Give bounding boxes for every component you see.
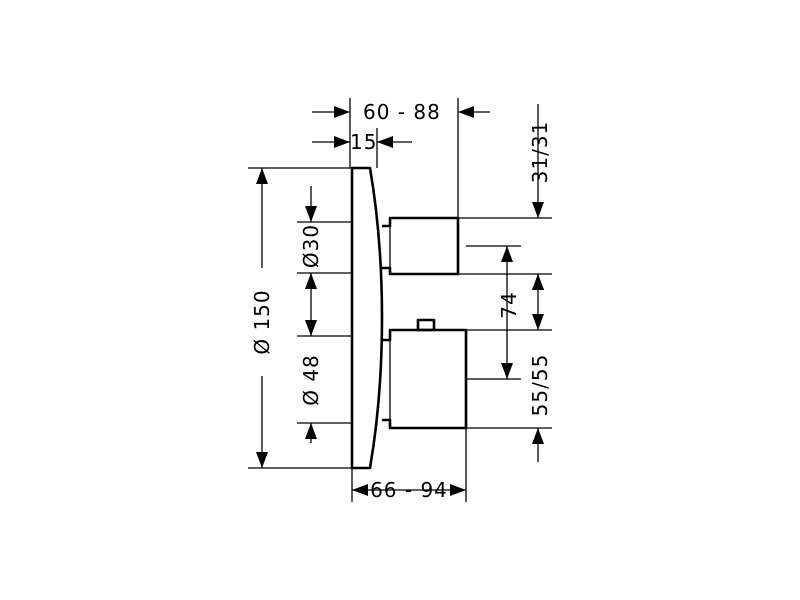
extension-lines xyxy=(248,98,552,502)
label-plate-depth: 15 xyxy=(350,130,377,154)
dim-plate-depth: 15 xyxy=(312,130,412,154)
lower-handle xyxy=(382,328,468,430)
label-total-height: Ø 150 xyxy=(250,289,274,354)
upper-handle xyxy=(382,216,460,276)
label-bottom-width: 66 - 94 xyxy=(370,478,448,502)
label-lower-offset: 55/55 xyxy=(528,354,552,417)
wall-plate xyxy=(350,166,384,470)
lower-handle-button xyxy=(416,318,436,332)
label-spacing: 74 xyxy=(497,291,521,318)
label-lower-diameter: Ø 48 xyxy=(299,354,323,406)
mixer-body xyxy=(350,166,468,470)
dim-upper-diameter: Ø30 xyxy=(299,186,323,336)
label-upper-diameter: Ø30 xyxy=(299,224,323,268)
label-top-offset: 31/31 xyxy=(528,121,552,184)
label-top-width: 60 - 88 xyxy=(363,100,441,124)
dim-top-width: 60 - 88 xyxy=(312,100,490,124)
dim-total-height: Ø 150 xyxy=(250,168,274,468)
dim-lower-diameter: Ø 48 xyxy=(299,320,323,443)
dim-bottom-width: 66 - 94 xyxy=(352,478,466,502)
dim-spacing: 74 xyxy=(497,246,521,379)
dim-top-offset: 31/31 xyxy=(528,104,552,290)
dim-lower-offset: 55/55 xyxy=(528,274,552,462)
